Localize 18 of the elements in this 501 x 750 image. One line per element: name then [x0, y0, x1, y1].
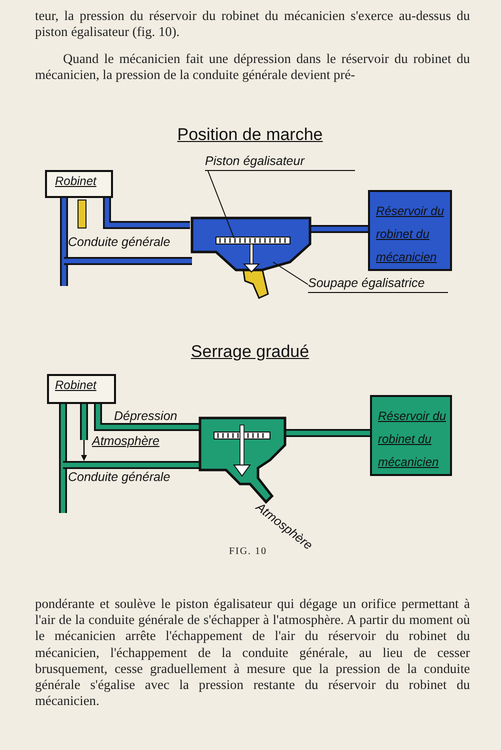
paragraph: Quand le mécanicien fait une dépression dans le réservoir du robinet du mécanicien, la pression de la conduite générale devient pré- [35, 51, 470, 84]
part-label: Soupape égalisatrice [308, 276, 448, 293]
section-heading: Serrage gradué [190, 342, 310, 362]
leader-line [208, 170, 234, 238]
label-box: Robinet [47, 374, 116, 404]
pipe-label: Conduite générale [68, 470, 172, 484]
pipe-label: Conduite générale [68, 235, 172, 249]
label-box: Robinet [45, 170, 113, 198]
section-heading: Position de marche [176, 125, 324, 145]
pipe-label: Dépression [114, 409, 178, 423]
part-label: Piston égalisateur [205, 154, 355, 171]
reservoir-box: Réservoir du robinet du mécanicien [370, 395, 452, 476]
figure-caption: FIG. 10 [228, 546, 268, 557]
reservoir-box: Réservoir du robinet du mécanicien [368, 190, 452, 271]
paragraph: pondérante et soulève le piston égalisateur qui dégage un orifice permettant à l'air de la conduite générale de s'échapper à l'atmosphère. A partir du moment où le mécanicien arrête l'échappement de l'air du réservoir du robinet du mécanicien, l'échappement de la conduite générale, au lieu de cesser brusquement, cesse graduellement à mesure que la pression de la conduite générale s'égalise avec la pression restante du réservoir du robinet du mécanicien. [35, 596, 470, 710]
leader-line [272, 262, 308, 285]
paragraph: teur, la pression du réservoir du robinet du mécanicien s'exerce au-dessus du piston égalisateur (fig. 10). [35, 8, 470, 40]
pipe-label: Atmosphère [92, 434, 160, 448]
